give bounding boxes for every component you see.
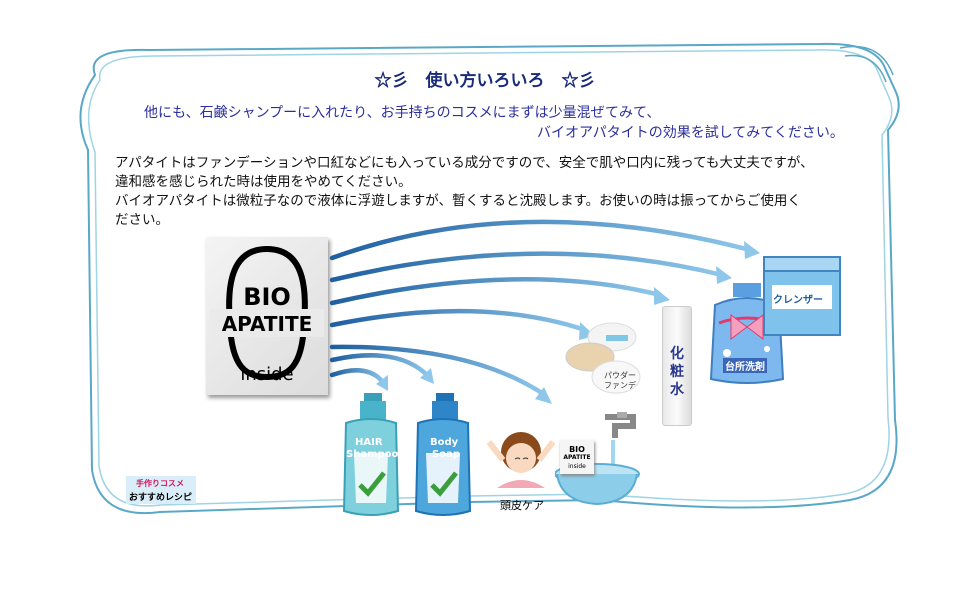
badge-line-2: おすすめレシピ (129, 493, 193, 503)
powder-label-1: パウダー (604, 371, 636, 380)
bio-apatite-logo: BIO APATITE inside (206, 237, 328, 395)
lotion-label: 化粧水 (670, 346, 684, 398)
body-soap-bottle (414, 393, 472, 516)
mini-logo-box: BIO APATITE inside (560, 440, 594, 474)
body-line-1: アパタイトはファンデーションや口紅などにも入っている成分ですので、安全で肌や口内… (115, 155, 814, 171)
mini-logo-bio: BIO (569, 445, 585, 454)
arrow-to-basin (329, 344, 548, 398)
arrow-to-kitchen (329, 251, 725, 283)
body-line-2: 違和感を感じられた時は使用をやめてください。 (115, 174, 412, 190)
cleanser-label: クレンザー (773, 295, 823, 306)
mini-logo-apatite: APATITE (563, 454, 591, 461)
cleanser-box (763, 256, 841, 336)
powder-foundation (565, 322, 641, 394)
logo-ring (210, 245, 324, 381)
recipe-badge: 手作りコスメ おすすめレシピ (126, 476, 196, 504)
scalp-label: 頭皮ケア (500, 499, 544, 512)
intro-line-2: バイオアパタイトの効果を試してみてください。 (537, 125, 844, 141)
logo-inside: inside (240, 364, 294, 385)
scalp-care-person (487, 432, 555, 488)
arrow-to-powder (329, 308, 588, 333)
arrow-to-shampoo (329, 368, 388, 388)
logo-bio: BIO (243, 283, 291, 311)
shampoo-label-2: Shampoo (346, 449, 399, 460)
kitchen-label: 台所洗剤 (723, 358, 767, 373)
lotion-bottle: 化粧水 (662, 306, 692, 426)
badge-line-1: 手作りコスメ (136, 478, 184, 488)
body-line-4: ださい。 (115, 212, 169, 228)
powder-label-2: ファンデ (604, 381, 636, 390)
soap-label-1: Body (430, 437, 459, 448)
mini-logo-inside: inside (568, 463, 586, 470)
shampoo-bottle (342, 393, 400, 516)
soap-label-2: Soap (432, 449, 460, 460)
arrow-to-cleanser (329, 219, 753, 261)
shampoo-label-1: HAIR (355, 437, 383, 448)
arrow-to-soap (329, 353, 433, 381)
arrow-to-lotion (329, 277, 663, 306)
page-title: ☆彡 使い方いろいろ ☆彡 (374, 71, 596, 91)
intro-line-1: 他にも、石鹸シャンプーに入れたり、お手持ちのコスメにまずは少量混ぜてみて、 (144, 105, 661, 121)
body-line-3: バイオアパタイトは微粒子なので液体に浮遊しますが、暫くすると沈殿します。お使いの… (115, 193, 801, 209)
logo-apatite: APATITE (221, 312, 313, 336)
